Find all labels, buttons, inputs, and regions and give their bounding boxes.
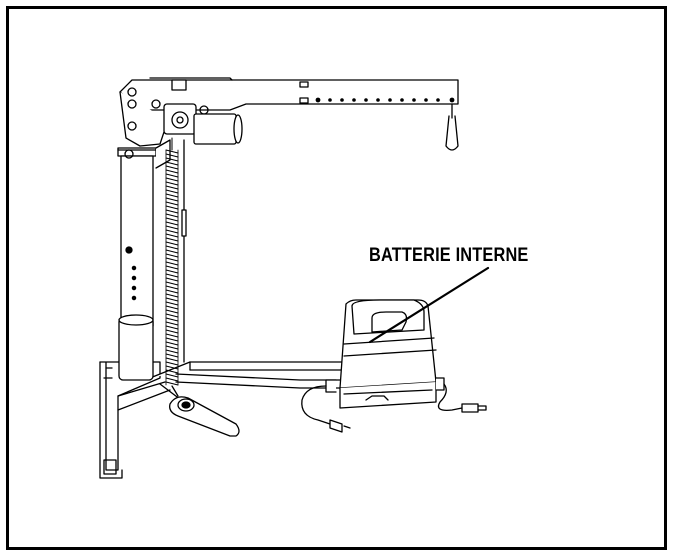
- lift-mast: [117, 139, 171, 381]
- battery-cables: [301, 383, 487, 433]
- lift-motor: [163, 103, 243, 145]
- coiled-cable: [165, 137, 179, 386]
- boom-holes: [315, 97, 455, 103]
- hand-pendant: [169, 385, 240, 437]
- lift-base: [99, 361, 431, 479]
- callout-leader-line: [368, 266, 490, 344]
- lift-boom-arm: [119, 77, 459, 151]
- internal-battery: [325, 299, 445, 409]
- battery-callout-label: BATTERIE INTERNE: [369, 245, 529, 266]
